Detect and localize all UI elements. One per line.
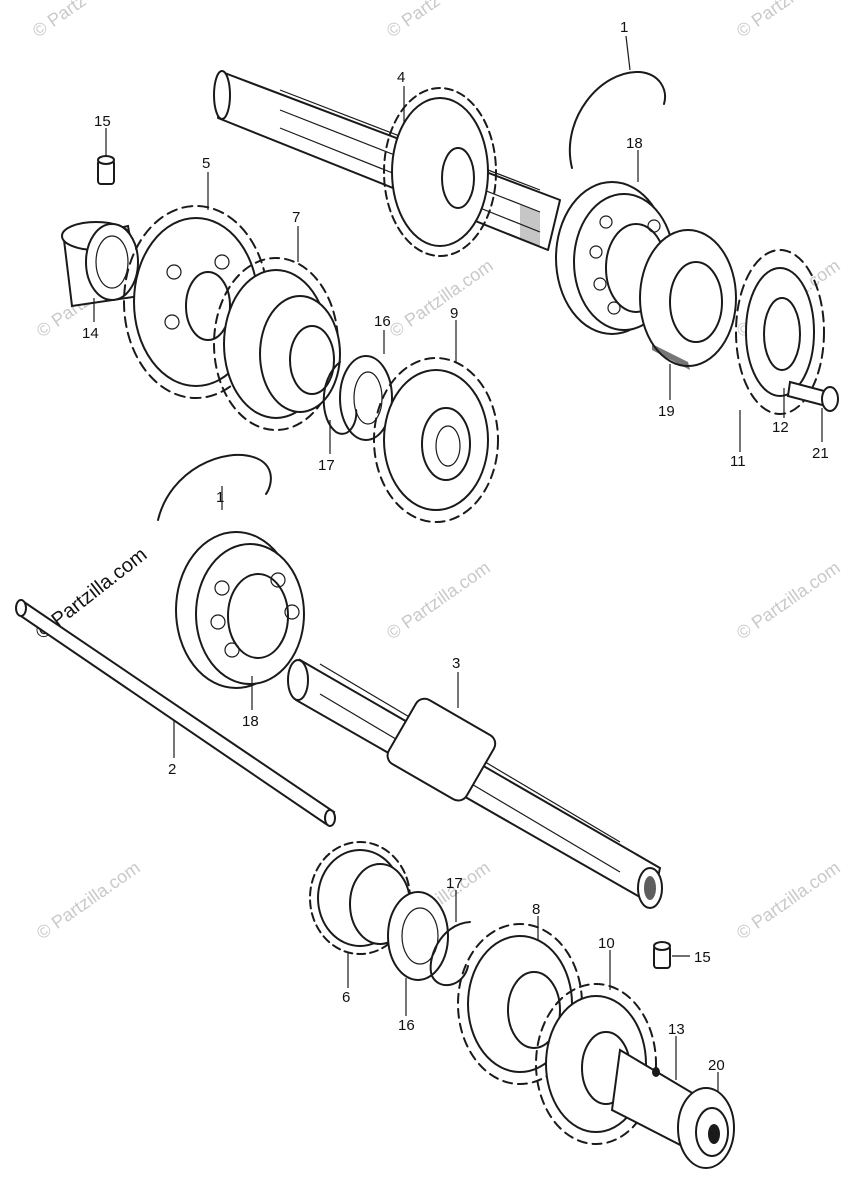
bolt-21: [786, 380, 839, 412]
callout-10: 10: [598, 935, 615, 952]
gear-9: [373, 357, 499, 523]
callout-13: 13: [668, 1021, 685, 1038]
callout-1-mid: 1: [216, 489, 224, 506]
watermark-row4-right: © Partzilla.com: [733, 857, 844, 943]
circlip-1-top: [568, 70, 666, 169]
gear-8: [457, 923, 583, 1085]
callout-1-top: 1: [620, 19, 628, 36]
callout-16-bottom: 16: [398, 1017, 415, 1034]
callout-6: 6: [342, 989, 350, 1006]
callout-17-top: 17: [318, 457, 335, 474]
watermark-top-center: © Partz: [383, 0, 444, 41]
callout-16-top: 16: [374, 313, 391, 330]
dowel-pin-15-top: [97, 155, 115, 185]
callout-18-bottom: 18: [242, 713, 259, 730]
oil-seal-19: [639, 229, 737, 370]
leader-lines: [93, 35, 823, 1092]
circlip-17-bottom: [429, 921, 471, 987]
callout-21: 21: [812, 445, 829, 462]
callout-15-bottom: 15: [694, 949, 711, 966]
dowel-pin-15-bottom: [653, 941, 671, 969]
callout-12: 12: [772, 419, 789, 436]
circlip-1-mid: [157, 453, 272, 521]
watermark-row4-left: © Partzilla.com: [33, 857, 144, 943]
gear-7: [213, 257, 341, 431]
callout-14: 14: [82, 325, 99, 342]
bushing-14: [61, 221, 142, 308]
callout-5: 5: [202, 155, 210, 172]
callout-9: 9: [450, 305, 458, 322]
watermark-top-right: © Partzil: [733, 0, 800, 41]
drive-sprocket-11: [735, 249, 825, 415]
mainshaft-4: [213, 70, 561, 251]
callout-3: 3: [452, 655, 460, 672]
watermark-row3-center: © Partzilla.com: [383, 557, 494, 643]
shaft-2: [15, 599, 336, 827]
callout-15-top: 15: [94, 113, 111, 130]
gear-4: [383, 87, 497, 257]
watermark-row3-right: © Partzilla.com: [733, 557, 844, 643]
callout-18-top: 18: [626, 135, 643, 152]
callout-2: 2: [168, 761, 176, 778]
bearing-18-bottom: [175, 531, 305, 689]
callout-20: 20: [708, 1057, 725, 1074]
callout-17-bottom: 17: [446, 875, 463, 892]
washer-16-top: [339, 355, 393, 441]
callout-8: 8: [532, 901, 540, 918]
watermark-top-left: © Partz: [29, 0, 90, 41]
washer-16-bottom: [387, 891, 449, 981]
callout-labels: 1 4 18 15 5 7 16 9 14 17 19 12 11 21 1 3…: [82, 19, 829, 1074]
countershaft-3: [287, 658, 663, 909]
watermark-row2-center: © Partzilla.com: [386, 255, 497, 341]
callout-4: 4: [397, 69, 405, 86]
callout-19: 19: [658, 403, 675, 420]
callout-11: 11: [730, 453, 746, 470]
callout-7: 7: [292, 209, 300, 226]
collar-20: [677, 1087, 735, 1169]
circlip-17-top: [322, 361, 358, 435]
